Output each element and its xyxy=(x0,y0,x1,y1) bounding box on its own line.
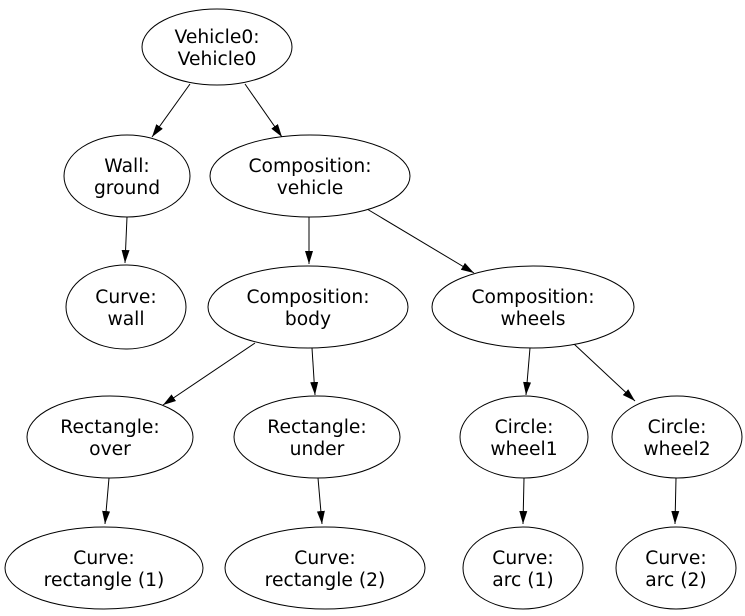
node-circle-wheel1-shape xyxy=(459,395,589,479)
node-curve-rectangle-1-name-label: rectangle (1) xyxy=(44,570,165,591)
node-curve-wall-type-label: Curve: xyxy=(95,287,156,308)
node-composition-wheels-name-label: wheels xyxy=(500,309,565,330)
node-vehicle0: Vehicle0: Vehicle0 xyxy=(141,8,293,86)
node-rectangle-under-shape xyxy=(233,395,401,479)
node-rectangle-over-shape xyxy=(26,395,194,479)
node-wall-ground-name-label: ground xyxy=(94,178,160,199)
node-curve-wall: Curve: wall xyxy=(65,264,187,350)
node-curve-rectangle-1-shape xyxy=(4,526,204,610)
edge-composition-wheels-circle-wheel1 xyxy=(523,347,532,396)
node-curve-rectangle-2-type-label: Curve: xyxy=(294,548,355,569)
node-rectangle-under-type-label: Rectangle: xyxy=(267,417,366,438)
node-rectangle-under: Rectangle: under xyxy=(233,395,401,479)
node-composition-wheels-shape xyxy=(431,265,635,349)
node-composition-wheels-type-label: Composition: xyxy=(471,287,594,308)
node-curve-arc-1-type-label: Curve: xyxy=(492,548,553,569)
node-composition-vehicle-shape xyxy=(209,134,411,218)
edge-circle-wheel1-curve-arc-1 xyxy=(519,477,528,525)
node-rectangle-over-name-label: over xyxy=(89,439,131,460)
edge-vehicle0-composition-vehicle xyxy=(244,83,283,138)
edge-composition-vehicle-composition-wheels xyxy=(366,208,475,274)
node-curve-rectangle-2: Curve: rectangle (2) xyxy=(224,526,426,610)
edge-layer xyxy=(102,83,680,525)
node-circle-wheel2-name-label: wheel2 xyxy=(643,439,710,460)
edge-composition-body-rectangle-under xyxy=(310,347,319,396)
node-curve-wall-name-label: wall xyxy=(107,309,144,330)
node-composition-body-type-label: Composition: xyxy=(246,287,369,308)
node-circle-wheel1-name-label: wheel1 xyxy=(490,439,557,460)
node-curve-wall-shape xyxy=(65,264,187,350)
node-curve-arc-1-name-label: arc (1) xyxy=(492,570,553,591)
node-circle-wheel1: Circle: wheel1 xyxy=(459,395,589,479)
edge-rectangle-over-curve-rectangle-1 xyxy=(102,477,111,525)
node-composition-body: Composition: body xyxy=(207,265,409,349)
node-curve-arc-1: Curve: arc (1) xyxy=(462,526,584,610)
node-curve-arc-2: Curve: arc (2) xyxy=(615,526,737,610)
edge-wall-ground-curve-wall xyxy=(121,216,130,264)
node-rectangle-under-name-label: under xyxy=(290,439,345,460)
edge-composition-body-rectangle-over xyxy=(162,342,256,406)
node-composition-vehicle-name-label: vehicle xyxy=(277,178,344,199)
node-circle-wheel2: Circle: wheel2 xyxy=(611,395,743,479)
node-curve-rectangle-2-name-label: rectangle (2) xyxy=(265,570,386,591)
node-vehicle0-type-label: Vehicle0: xyxy=(174,27,259,48)
node-wall-ground-type-label: Wall: xyxy=(104,156,149,177)
node-rectangle-over-type-label: Rectangle: xyxy=(60,417,159,438)
edge-composition-wheels-circle-wheel2 xyxy=(573,343,636,402)
node-curve-rectangle-2-shape xyxy=(224,526,426,610)
node-wall-ground: Wall: ground xyxy=(63,134,191,218)
node-curve-rectangle-1-type-label: Curve: xyxy=(73,548,134,569)
node-curve-rectangle-1: Curve: rectangle (1) xyxy=(4,526,204,610)
edge-vehicle0-wall-ground xyxy=(151,83,191,138)
node-rectangle-over: Rectangle: over xyxy=(26,395,194,479)
edge-rectangle-under-curve-rectangle-2 xyxy=(316,477,325,525)
node-circle-wheel2-type-label: Circle: xyxy=(648,417,707,438)
node-curve-arc-2-shape xyxy=(615,526,737,610)
node-curve-arc-2-name-label: arc (2) xyxy=(645,570,706,591)
node-circle-wheel1-type-label: Circle: xyxy=(495,417,554,438)
node-curve-arc-2-type-label: Curve: xyxy=(645,548,706,569)
node-curve-arc-1-shape xyxy=(462,526,584,610)
node-composition-vehicle: Composition: vehicle xyxy=(209,134,411,218)
node-composition-body-name-label: body xyxy=(285,309,331,330)
node-composition-vehicle-type-label: Composition: xyxy=(248,156,371,177)
node-circle-wheel2-shape xyxy=(611,395,743,479)
node-vehicle0-shape xyxy=(141,8,293,86)
edge-circle-wheel2-curve-arc-2 xyxy=(671,477,680,525)
node-wall-ground-shape xyxy=(63,134,191,218)
node-composition-body-shape xyxy=(207,265,409,349)
node-vehicle0-name-label: Vehicle0 xyxy=(178,49,257,70)
node-layer: Vehicle0: Vehicle0 Wall: ground Composit… xyxy=(4,8,743,610)
node-composition-wheels: Composition: wheels xyxy=(431,265,635,349)
